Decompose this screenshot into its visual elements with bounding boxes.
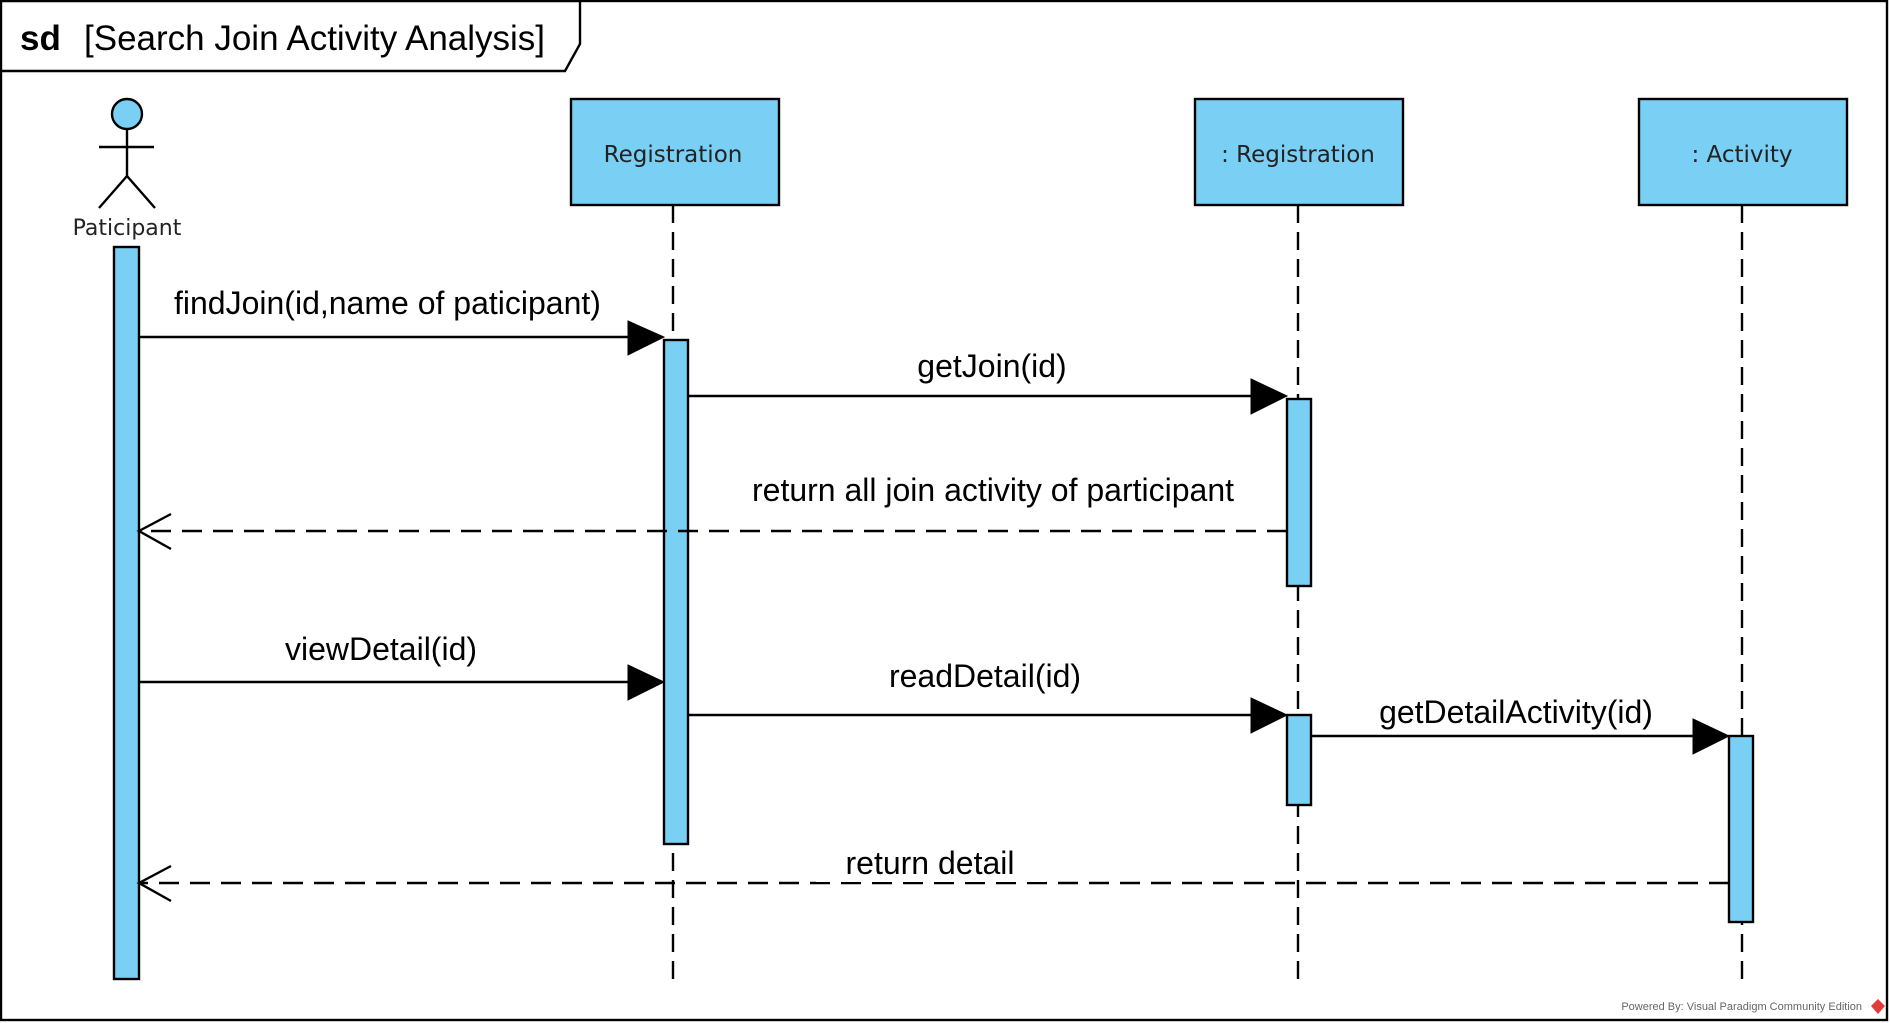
activation-activity[interactable] — [1727, 734, 1755, 924]
lifeline-activity-label: : Activity — [1691, 142, 1792, 168]
message-readdetail-label: readDetail(id) — [889, 658, 1081, 694]
message-return-detail-label-bg — [816, 852, 1046, 882]
lifeline-registration-box — [569, 97, 781, 207]
arrow-head-filled — [1692, 718, 1731, 755]
message-getjoin[interactable]: getJoin(id) — [688, 348, 1289, 415]
activation-registration[interactable] — [662, 338, 690, 846]
message-getjoin-label: getJoin(id) — [917, 348, 1066, 384]
activation-participant[interactable] — [112, 245, 141, 981]
message-findjoin-label: findJoin(id,name of paticipant) — [174, 285, 601, 321]
message-getdetailactivity-label: getDetailActivity(id) — [1379, 694, 1653, 730]
arrow-head-filled — [1250, 378, 1289, 415]
lifeline-registration[interactable]: Registration — [569, 97, 781, 207]
message-viewdetail-label: viewDetail(id) — [285, 631, 477, 667]
message-findjoin[interactable]: findJoin(id,name of paticipant) — [139, 285, 666, 356]
lifeline-activity-box — [1637, 97, 1849, 207]
message-return-detail-label: return detail — [846, 845, 1015, 881]
message-return-detail[interactable]: return detail — [136, 845, 1729, 903]
frame-title: [Search Join Activity Analysis] — [84, 19, 545, 58]
message-getdetailactivity[interactable]: getDetailActivity(id) — [1311, 694, 1731, 755]
actor-right-leg — [126, 175, 156, 209]
message-return-join[interactable]: return all join activity of participant — [136, 472, 1287, 551]
frame-tab — [0, 0, 582, 73]
lifeline-registration-instance-box — [1193, 97, 1405, 207]
message-readdetail[interactable]: readDetail(id) — [688, 658, 1289, 734]
actor-participant[interactable]: Paticipant — [73, 97, 182, 241]
frame-keyword: sd — [20, 19, 61, 58]
lifeline-registration-label: Registration — [604, 142, 743, 168]
actor-label: Paticipant — [73, 216, 182, 241]
activation-registration-instance-2[interactable] — [1285, 713, 1313, 807]
arrow-head-filled — [627, 664, 666, 701]
actor-head — [110, 97, 144, 131]
visual-paradigm-logo-icon — [1871, 999, 1885, 1014]
footer-watermark: Powered By: Visual Paradigm Community Ed… — [1621, 1001, 1862, 1013]
arrow-head-filled — [1250, 697, 1289, 734]
lifeline-registration-instance[interactable]: : Registration — [1193, 97, 1405, 207]
actor-left-leg — [98, 175, 128, 209]
message-viewdetail[interactable]: viewDetail(id) — [139, 631, 666, 701]
lifeline-activity[interactable]: : Activity — [1637, 97, 1849, 207]
message-return-join-label: return all join activity of participant — [752, 472, 1234, 508]
arrow-head-open — [136, 512, 172, 551]
arrow-head-filled — [627, 320, 666, 356]
arrow-head-open — [136, 864, 172, 903]
lifeline-registration-instance-label: : Registration — [1221, 142, 1375, 168]
activation-registration-instance-1[interactable] — [1285, 397, 1313, 588]
